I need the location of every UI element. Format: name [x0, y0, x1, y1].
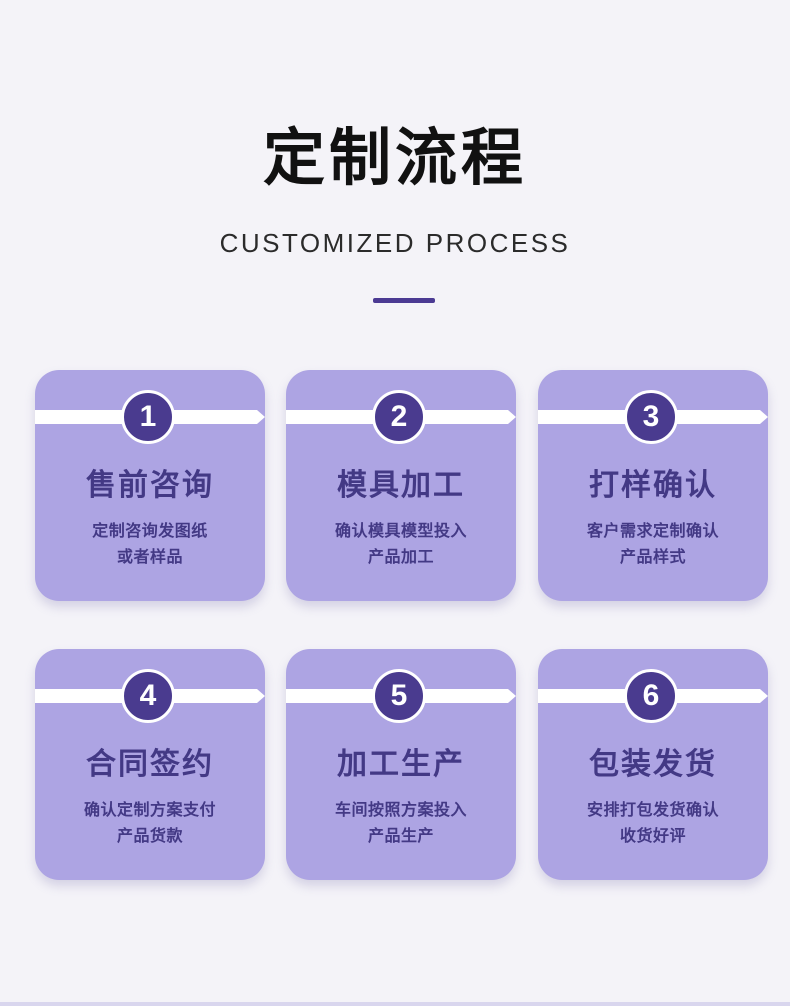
step-description-line-1: 安排打包发货确认 — [586, 800, 719, 819]
step-card-6: 6 包装发货 安排打包发货确认 收货好评 — [538, 649, 768, 880]
step-title: 加工生产 — [337, 747, 465, 782]
step-description-line-1: 客户需求定制确认 — [586, 521, 719, 540]
step-description-line-2: 收货好评 — [619, 826, 686, 845]
step-title: 合同签约 — [86, 747, 214, 782]
page-subtitle: CUSTOMIZED PROCESS — [219, 228, 571, 258]
step-description-line-1: 定制咨询发图纸 — [92, 521, 208, 540]
step-card-5: 5 加工生产 车间按照方案投入 产品生产 — [286, 649, 516, 880]
page-title: 定制流程 — [262, 121, 527, 194]
step-description-line-2: 产品样式 — [619, 547, 686, 566]
step-description-line-1: 确认模具模型投入 — [334, 521, 467, 540]
step-description-line-2: 或者样品 — [116, 547, 183, 566]
step-number-badge: 1 — [121, 390, 175, 444]
step-card-3: 3 打样确认 客户需求定制确认 产品样式 — [538, 370, 768, 601]
step-title: 模具加工 — [337, 468, 465, 503]
step-card-4: 4 合同签约 确认定制方案支付 产品货款 — [35, 649, 265, 880]
step-description-line-2: 产品货款 — [116, 826, 183, 845]
step-card-2: 2 模具加工 确认模具模型投入 产品加工 — [286, 370, 516, 601]
bottom-divider — [0, 1002, 790, 1006]
step-title: 售前咨询 — [86, 468, 214, 503]
step-card-1: 1 售前咨询 定制咨询发图纸 或者样品 — [35, 370, 265, 601]
step-description-line-2: 产品加工 — [367, 547, 434, 566]
step-title: 打样确认 — [589, 468, 717, 503]
step-number-badge: 4 — [121, 669, 175, 723]
step-number-badge: 2 — [372, 390, 426, 444]
step-title: 包装发货 — [589, 747, 717, 782]
step-number-badge: 3 — [624, 390, 678, 444]
step-description-line-2: 产品生产 — [367, 826, 434, 845]
step-number-badge: 6 — [624, 669, 678, 723]
title-underline — [373, 298, 435, 303]
step-number-badge: 5 — [372, 669, 426, 723]
step-description-line-1: 确认定制方案支付 — [83, 800, 216, 819]
step-description-line-1: 车间按照方案投入 — [334, 800, 467, 819]
